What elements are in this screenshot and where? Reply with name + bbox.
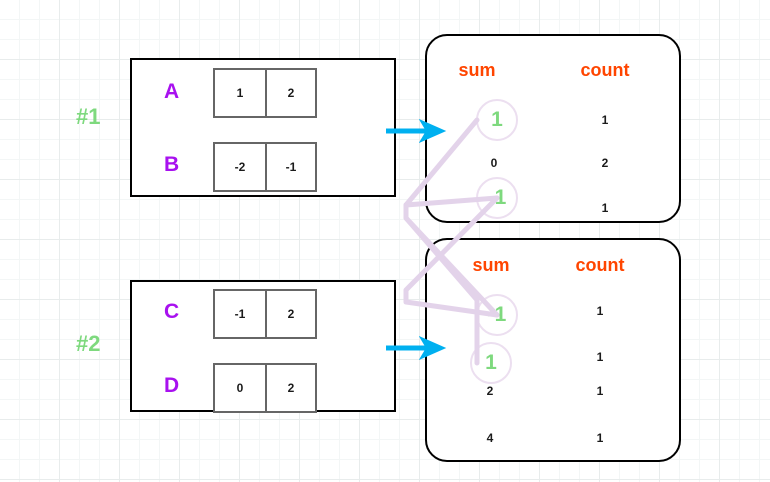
- cell-b-0: -2: [234, 160, 246, 174]
- agg-table-1-header-sum: sum: [458, 60, 496, 80]
- cell-pair-a: 1 2: [213, 68, 317, 118]
- agg-table-2-row-0-count: 1: [596, 304, 604, 318]
- link-table1-sum-neg1-to-table2-sum-neg1: [403, 195, 500, 318]
- row-letter-c: C: [164, 300, 180, 323]
- link-vertex-upper: [403, 195, 500, 318]
- agg-table-2-row-3-count: 1: [596, 431, 604, 445]
- agg-table-2-row-3-sum: 4: [486, 431, 494, 445]
- agg-table-2-row-1-sum: 1: [485, 351, 497, 374]
- group-label-1: #1: [76, 104, 101, 129]
- row-letter-a: A: [164, 80, 180, 103]
- cell-d-0: 0: [236, 381, 244, 395]
- agg-table-2-row-2-sum: 2: [486, 384, 494, 398]
- agg-table-2-row-2-count: 1: [596, 384, 604, 398]
- cell-d-1: 2: [265, 365, 315, 411]
- group-label-2: #2: [76, 331, 101, 356]
- agg-table-1-row-0-sum: 1: [491, 108, 503, 131]
- agg-table-2-row-1-count: 1: [596, 350, 604, 364]
- cell-c-0: -1: [234, 307, 246, 321]
- row-letter-d: D: [164, 374, 180, 397]
- cell-b-1: -1: [265, 144, 315, 190]
- row-letter-b: B: [164, 153, 180, 176]
- agg-table-1-header-count: count: [580, 60, 630, 80]
- agg-table-2-row-1-circle: [470, 342, 512, 384]
- cell-pair-b: -2 -1: [213, 142, 317, 192]
- agg-table-1-row-1-sum: 0: [490, 156, 498, 170]
- agg-table-1-row-1-count: 2: [601, 156, 609, 170]
- agg-table-1-row-0-count: 1: [601, 113, 609, 127]
- agg-table-2-header-sum: sum: [472, 255, 510, 275]
- agg-table-1-row-2-count: 1: [601, 201, 609, 215]
- cell-pair-c: -1 2: [213, 289, 317, 339]
- agg-table-2: [425, 238, 681, 462]
- cell-a-0: 1: [236, 86, 244, 100]
- cell-a-1: 2: [265, 70, 315, 116]
- cell-pair-d: 0 2: [213, 363, 317, 413]
- agg-table-2-header-count: count: [575, 255, 625, 275]
- cell-c-1: 2: [265, 291, 315, 337]
